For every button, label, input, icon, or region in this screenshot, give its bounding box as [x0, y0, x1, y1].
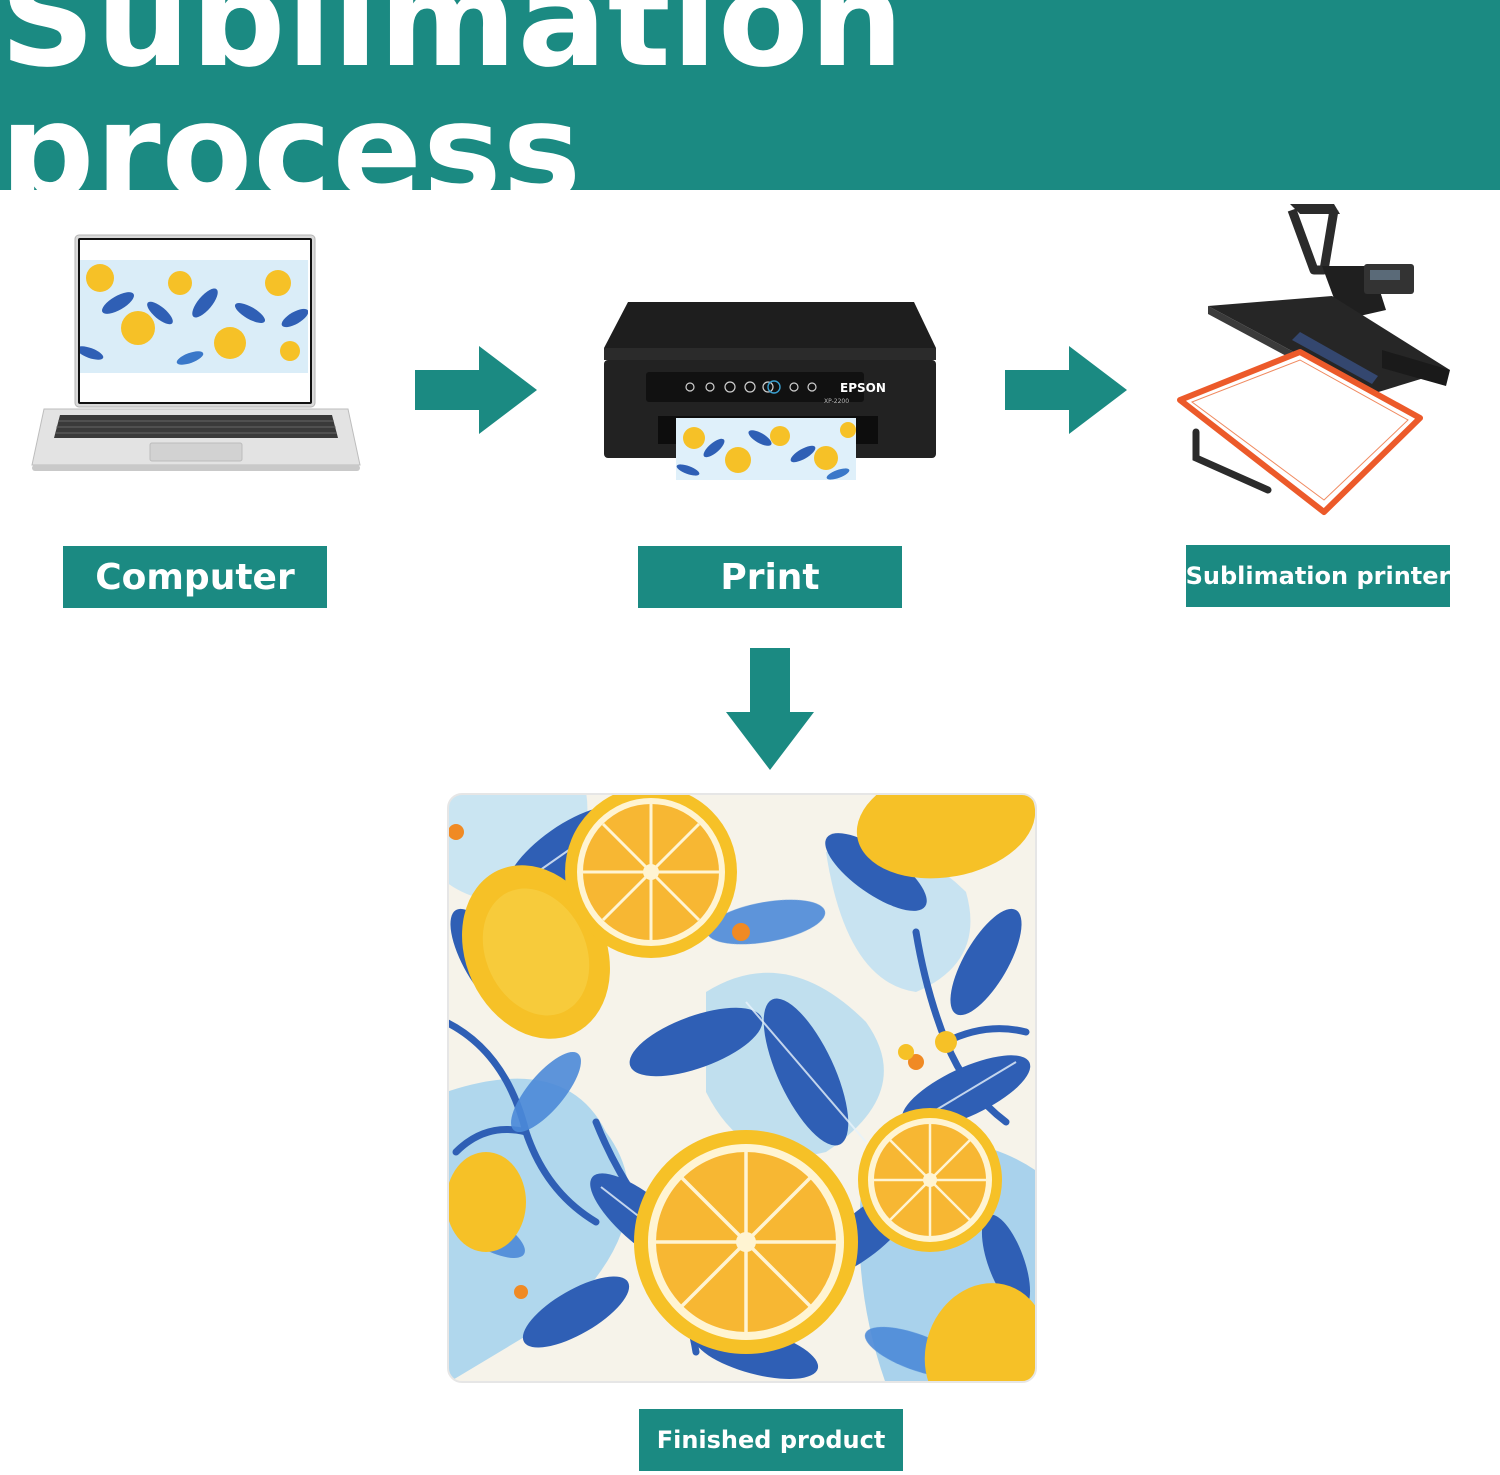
step-label-finished-product: Finished product — [639, 1409, 903, 1471]
printer-model: XP-2200 — [824, 398, 849, 405]
arrow-right-icon — [415, 346, 537, 434]
printer-illustration: EPSON XP-2200 — [604, 302, 936, 480]
finished-product-artwork — [447, 793, 1037, 1383]
arrow-right-icon — [1005, 346, 1127, 434]
laptop-illustration — [31, 234, 361, 471]
arrow-down-icon — [726, 648, 814, 770]
heat-press-illustration — [1177, 204, 1450, 515]
page-title: Sublimation process — [0, 0, 905, 229]
printer-brand: EPSON — [840, 381, 886, 395]
header-banner: Sublimation process — [0, 0, 1500, 218]
step-label-sublimation-printer: Sublimation printer — [1186, 545, 1450, 607]
step-label-print: Print — [638, 546, 902, 608]
step-label-computer: Computer — [63, 546, 327, 608]
